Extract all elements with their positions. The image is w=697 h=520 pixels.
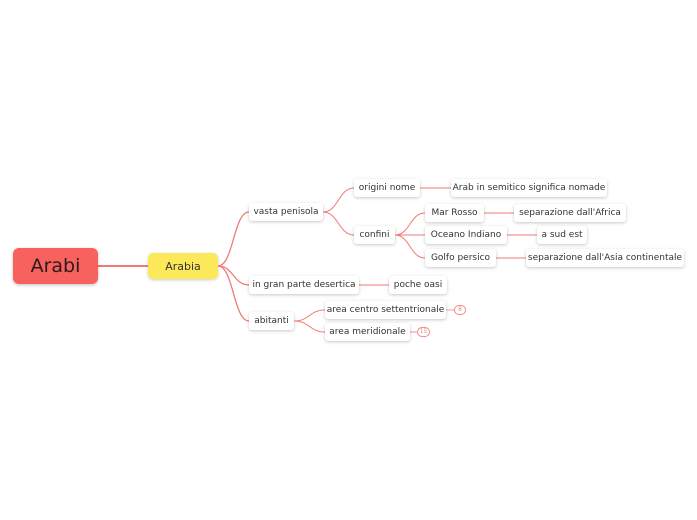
node-vasta-penisola[interactable]: vasta penisola [249,203,323,221]
connector-confini-to-mar-rosso [394,212,426,236]
connector-abitanti-to-area-centro-settentrionale [293,309,326,322]
connector-confini-to-golfo-persico [394,234,426,259]
connector-abitanti-to-area-meridionale [293,320,326,333]
connector-vasta-penisola-to-origini-nome [322,187,355,213]
node-confini[interactable]: confini [354,226,395,244]
connector-main-topic-to-desertica [217,265,250,286]
node-area-centro-settentrionale[interactable]: area centro settentrionale [325,301,446,319]
node-mar-rosso[interactable]: Mar Rosso [425,204,484,222]
node-abitanti[interactable]: abitanti [249,312,294,330]
node-poche-oasi[interactable]: poche oasi [389,276,447,294]
node-main-topic[interactable]: Arabia [148,253,218,279]
node-arab-semitico[interactable]: Arab in semitico significa nomade [451,179,607,197]
node-desertica[interactable]: in gran parte desertica [249,276,359,294]
node-oceano-indiano[interactable]: Oceano Indiano [425,226,507,244]
node-origini-nome[interactable]: origini nome [354,179,420,197]
node-golfo-persico[interactable]: Golfo persico [425,249,496,267]
connector-vasta-penisola-to-confini [322,211,355,236]
connector-main-topic-to-abitanti [217,265,250,322]
node-root[interactable]: Arabi [13,248,98,284]
node-area-meridionale[interactable]: area meridionale [325,323,410,341]
collapse-toggle-area-sud[interactable]: 15 [417,327,430,337]
collapse-toggle-area-nord[interactable]: 8 [454,305,466,315]
node-a-sud-est[interactable]: a sud est [537,226,587,244]
node-separazione-asia[interactable]: separazione dall'Asia continentale [526,249,684,267]
connector-main-topic-to-vasta-penisola [217,211,250,267]
node-separazione-africa[interactable]: separazione dall'Africa [514,204,626,222]
